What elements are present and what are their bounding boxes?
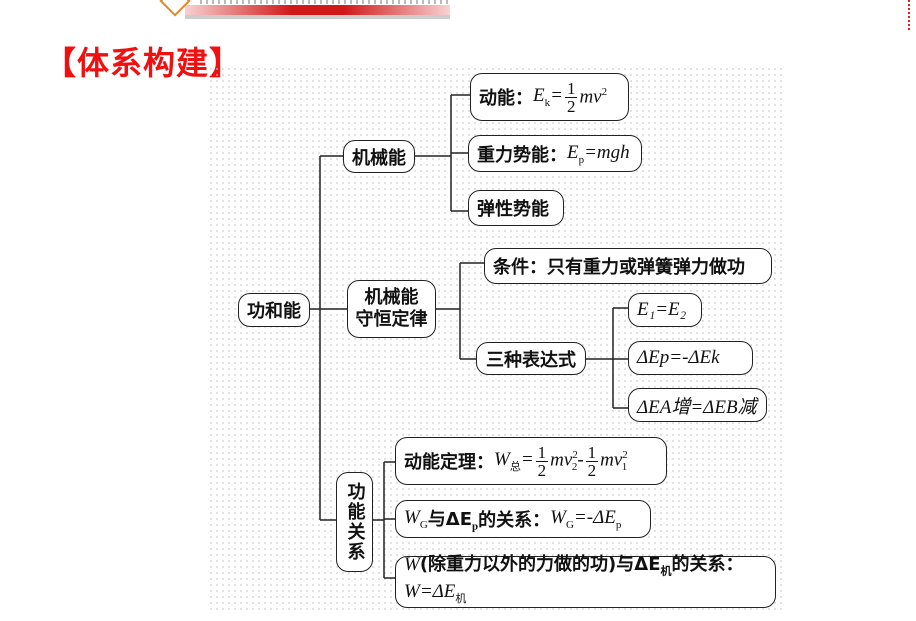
node-line-2: W=ΔE机 <box>404 580 467 605</box>
node-gravitational-pe: 重力势能： Ep=mgh <box>468 135 642 172</box>
formula: ΔEA增=ΔEB减 <box>637 396 757 418</box>
node-expression-2: ΔEp=-ΔEk <box>628 341 753 375</box>
node-label: 功能关系 <box>344 482 366 562</box>
connector-expressions <box>585 307 628 409</box>
formula: Ep=mgh <box>567 141 630 166</box>
node-condition: 条件：只有重力或弹簧弹力做功 <box>484 248 772 284</box>
connector-root <box>309 155 347 521</box>
node-elastic-pe: 弹性势能 <box>468 190 564 226</box>
header-red-bar <box>185 5 450 15</box>
formula-lhs: WG <box>404 507 428 531</box>
node-label: 重力势能： <box>477 144 567 166</box>
formula-term-2: mv21 <box>600 448 628 474</box>
formula-rhs: WG=-ΔEp <box>550 507 622 531</box>
node-line-1: W(除重力以外的力做的功)与ΔE机的关系： <box>404 554 744 578</box>
node-work-energy-relation: 功能关系 <box>336 472 373 572</box>
node-expression-3: ΔEA增=ΔEB减 <box>628 388 767 422</box>
header-decoration <box>200 0 450 4</box>
formula: Ek= <box>533 85 563 109</box>
node-other-force-work: W(除重力以外的力做的功)与ΔE机的关系： W=ΔE机 <box>395 554 776 608</box>
node-label: 的关系： <box>478 510 551 531</box>
node-label-line2: 守恒定律 <box>355 309 428 330</box>
header-shadow <box>185 15 450 19</box>
formula: ΔEp=-ΔEk <box>637 347 720 368</box>
node-expression-1: E₁=E₂ <box>628 293 702 327</box>
node-label: 三种表达式 <box>486 349 576 371</box>
formula: W总= <box>494 448 534 473</box>
node-label: 弹性势能 <box>477 199 549 220</box>
connector-mech <box>414 94 470 212</box>
node-gravity-work: WG 与ΔEp 的关系： WG=-ΔEp <box>395 500 651 538</box>
formula: E₁=E₂ <box>637 299 687 320</box>
node-label: 功和能 <box>247 301 301 322</box>
formula-mid: 与ΔEp <box>427 509 479 533</box>
node-label: 条件：只有重力或弹簧弹力做功 <box>493 257 745 278</box>
corner-decoration <box>908 0 916 30</box>
formula-rest: mv2 <box>579 85 608 108</box>
node-label: 机械能 <box>352 147 406 169</box>
formula-term-1: mv22- <box>550 448 584 474</box>
node-conservation-law: 机械能 守恒定律 <box>347 280 436 338</box>
connector-work <box>372 461 395 579</box>
node-label: 动能定理： <box>404 452 494 473</box>
node-label-line1: 机械能 <box>364 287 419 308</box>
node-root: 功和能 <box>238 293 310 327</box>
node-label: 动能： <box>479 88 533 109</box>
node-three-expressions: 三种表达式 <box>476 342 586 375</box>
node-mechanical-energy: 机械能 <box>343 140 415 173</box>
connector-conservation <box>435 262 484 360</box>
